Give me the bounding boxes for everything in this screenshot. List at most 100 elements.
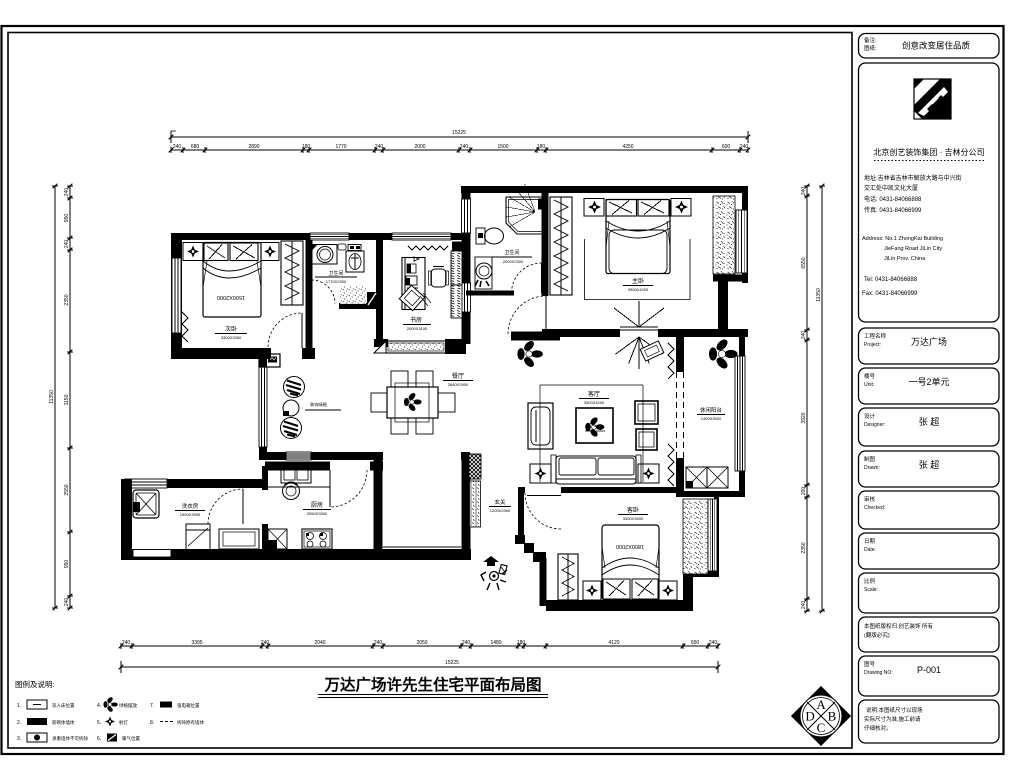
svg-text:11350: 11350 (816, 288, 822, 302)
svg-text:日期: 日期 (864, 538, 876, 545)
svg-text:B: B (828, 709, 837, 724)
svg-text:15225: 15225 (445, 660, 459, 666)
svg-text:Tel: 0431-84066888: Tel: 0431-84066888 (864, 277, 918, 283)
svg-text:绿植摆放: 绿植摆放 (119, 702, 137, 709)
svg-text:240: 240 (801, 601, 807, 610)
svg-text:Drawing NO:: Drawing NO: (864, 670, 893, 676)
svg-text:楼号: 楼号 (864, 372, 876, 380)
svg-text:2550: 2550 (64, 484, 70, 495)
svg-text:240: 240 (64, 188, 70, 197)
svg-text:240: 240 (801, 187, 807, 196)
svg-text:8.: 8. (150, 720, 154, 726)
svg-text:3.: 3. (17, 736, 21, 742)
svg-text:180: 180 (517, 640, 526, 646)
svg-text:创意改变居住品质: 创意改变居住品质 (902, 41, 971, 51)
svg-text:交汇处中凯文化大厦: 交汇处中凯文化大厦 (864, 184, 918, 192)
svg-text:洗衣房: 洗衣房 (182, 502, 199, 510)
svg-text:7.: 7. (150, 703, 154, 709)
svg-text:2000X2300: 2000X2300 (503, 259, 524, 264)
svg-text:3300X3400: 3300X3400 (623, 516, 644, 521)
svg-text:客卧: 客卧 (627, 506, 639, 514)
svg-text:(翻版必究): (翻版必究) (864, 631, 890, 639)
svg-text:传真: 0431-84066999: 传真: 0431-84066999 (864, 206, 922, 214)
svg-text:强电箱位置: 强电箱位置 (177, 702, 200, 709)
svg-text:制图: 制图 (864, 455, 876, 463)
svg-text:11350: 11350 (49, 390, 55, 404)
svg-text:240: 240 (64, 240, 70, 249)
svg-text:240: 240 (801, 331, 807, 340)
svg-text:240: 240 (460, 144, 469, 150)
svg-text:2000X3100: 2000X3100 (407, 326, 428, 331)
svg-text:Project:: Project: (864, 342, 881, 348)
svg-text:3300X3350: 3300X3350 (221, 335, 242, 340)
svg-text:6.: 6. (97, 736, 101, 742)
svg-text:2350: 2350 (801, 542, 807, 553)
svg-text:地址:吉林省吉林市解放大路与中兴街: 地址:吉林省吉林市解放大路与中兴街 (864, 174, 962, 182)
svg-text:650: 650 (691, 640, 700, 646)
svg-text:P-001: P-001 (917, 665, 941, 675)
svg-text:主卧: 主卧 (632, 277, 644, 285)
svg-text:电话: 0431-84066888: 电话: 0431-84066888 (864, 195, 922, 203)
svg-text:本图纸版权归 创艺装饰 所有: 本图纸版权归 创艺装饰 所有 (864, 622, 934, 630)
svg-text:3920: 3920 (801, 412, 807, 423)
svg-text:厨房: 厨房 (311, 501, 323, 509)
svg-text:Designer:: Designer: (864, 422, 885, 428)
svg-text:万达广场: 万达广场 (911, 336, 947, 347)
svg-text:Fax: 0431-84066999: Fax: 0431-84066999 (862, 291, 918, 297)
svg-text:1150: 1150 (64, 394, 70, 405)
svg-text:卫生间: 卫生间 (504, 249, 519, 256)
svg-text:1800X2000: 1800X2000 (616, 543, 644, 549)
svg-text:图号: 图号 (864, 660, 876, 668)
svg-text:2890: 2890 (248, 144, 259, 150)
svg-text:Drawn:: Drawn: (864, 465, 880, 471)
svg-text:1770: 1770 (335, 144, 346, 150)
svg-text:2.: 2. (17, 720, 21, 726)
svg-text:说明:本图纸尺寸以现场: 说明:本图纸尺寸以现场 (866, 706, 923, 714)
svg-text:书房: 书房 (410, 316, 422, 324)
svg-text:4250: 4250 (622, 144, 633, 150)
svg-text:比例: 比例 (864, 577, 876, 585)
svg-text:240: 240 (261, 640, 270, 646)
svg-text:休闲阳台: 休闲阳台 (700, 406, 723, 414)
svg-text:240: 240 (375, 144, 384, 150)
svg-text:北京创艺装饰集团 · 吉林分公司: 北京创艺装饰集团 · 吉林分公司 (873, 147, 984, 157)
svg-text:180: 180 (537, 144, 546, 150)
svg-text:1500: 1500 (497, 144, 508, 150)
svg-text:2050: 2050 (416, 640, 427, 646)
svg-text:一号2单元: 一号2单元 (908, 376, 949, 387)
svg-text:2050X3300: 2050X3300 (307, 511, 328, 516)
svg-text:3395: 3395 (191, 640, 202, 646)
svg-text:审核: 审核 (864, 495, 876, 503)
svg-text:1500X2000: 1500X2000 (217, 294, 245, 300)
svg-text:D: D (805, 709, 814, 724)
svg-text:C: C (817, 720, 826, 735)
svg-text:Scale:: Scale: (864, 587, 878, 593)
svg-text:张 超: 张 超 (919, 416, 940, 427)
svg-text:JiLin Prov. China: JiLin Prov. China (884, 256, 926, 262)
svg-text:1.: 1. (17, 703, 21, 709)
svg-text:承重墙体不可拆除: 承重墙体不可拆除 (52, 735, 88, 742)
svg-text:680: 680 (191, 144, 200, 150)
svg-text:射灯: 射灯 (119, 719, 128, 726)
svg-text:Unit:: Unit: (864, 382, 874, 388)
svg-text:240: 240 (173, 144, 182, 150)
svg-text:玄关: 玄关 (494, 498, 506, 506)
svg-text:1400X3920: 1400X3920 (701, 416, 722, 421)
svg-text:新砌体墙体: 新砌体墙体 (52, 719, 75, 726)
svg-text:2650X2900: 2650X2900 (448, 382, 469, 387)
svg-text:万达广场许先生住宅平面布局图: 万达广场许先生住宅平面布局图 (323, 675, 541, 694)
svg-text:240: 240 (122, 640, 131, 646)
svg-text:A: A (816, 697, 826, 712)
svg-text:180: 180 (302, 144, 311, 150)
svg-text:240: 240 (709, 640, 718, 646)
svg-text:600: 600 (722, 144, 731, 150)
svg-text:1500X3395: 1500X3395 (180, 512, 201, 517)
svg-text:2350: 2350 (64, 294, 70, 305)
svg-text:4.: 4. (97, 703, 101, 709)
svg-text:2040: 2040 (314, 640, 325, 646)
svg-text:240: 240 (740, 144, 749, 150)
svg-text:Address: No.1 ZhongKai Buildin: Address: No.1 ZhongKai Building (862, 236, 943, 242)
svg-text:3900X4250: 3900X4250 (628, 287, 649, 292)
svg-text:图纸:: 图纸: (864, 44, 877, 52)
svg-text:餐厅: 餐厅 (452, 372, 464, 380)
